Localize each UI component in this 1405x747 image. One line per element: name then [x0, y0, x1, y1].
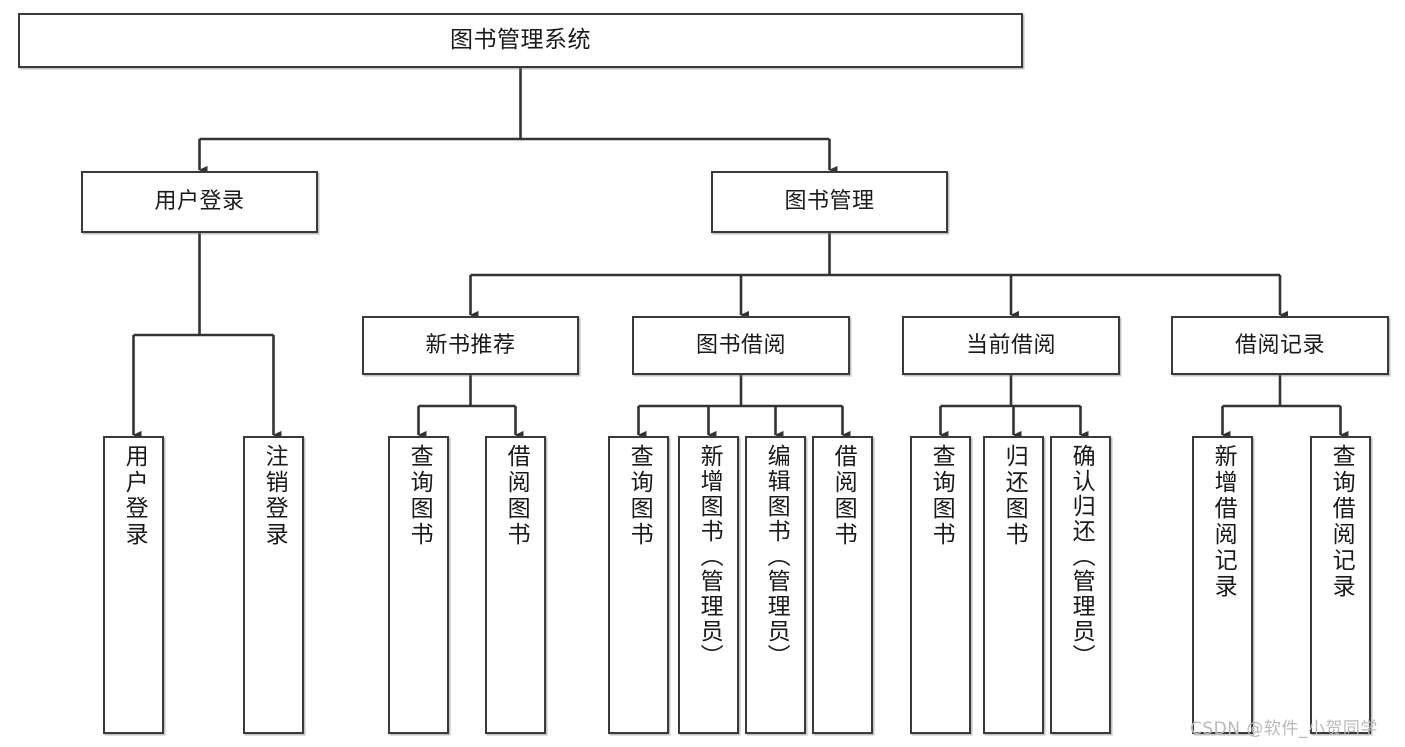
leaf-borrow-book[interactable]: 借阅图书: [812, 436, 873, 734]
leaf-borrow-book-rec-label: 借阅图书: [503, 444, 530, 548]
leaf-query-book-rec[interactable]: 查询图书: [388, 436, 449, 734]
node-current-borrow-label: 当前借阅: [965, 332, 1056, 358]
leaf-query-book-borrow[interactable]: 查询图书: [608, 436, 669, 734]
leaf-add-book[interactable]: 新增图书（管理员）: [678, 436, 739, 734]
leaf-logout-label: 注销登录: [261, 444, 288, 548]
node-book-manage-label: 图书管理: [784, 189, 875, 215]
node-book-borrow[interactable]: 图书借阅: [632, 316, 850, 375]
leaf-add-record-label: 新增借阅记录: [1210, 444, 1237, 600]
leaf-borrow-book-rec[interactable]: 借阅图书: [485, 436, 546, 734]
node-new-book-rec[interactable]: 新书推荐: [362, 316, 579, 375]
node-borrow-record[interactable]: 借阅记录: [1171, 316, 1389, 375]
leaf-borrow-book-label: 借阅图书: [830, 444, 857, 548]
leaf-query-book-cur[interactable]: 查询图书: [910, 436, 971, 734]
node-book-borrow-label: 图书借阅: [695, 332, 786, 358]
node-book-manage[interactable]: 图书管理: [711, 171, 948, 233]
node-user-login[interactable]: 用户登录: [81, 171, 318, 233]
leaf-query-book-rec-label: 查询图书: [406, 444, 433, 548]
leaf-confirm-return-label: 确认归还（管理员）: [1068, 444, 1095, 669]
leaf-add-book-label: 新增图书（管理员）: [696, 444, 723, 669]
leaf-edit-book[interactable]: 编辑图书（管理员）: [745, 436, 806, 734]
node-current-borrow[interactable]: 当前借阅: [902, 316, 1120, 375]
node-root-label: 图书管理系统: [450, 26, 591, 53]
node-user-login-label: 用户登录: [154, 189, 245, 215]
leaf-return-book-label: 归还图书: [1001, 444, 1028, 548]
leaf-confirm-return[interactable]: 确认归还（管理员）: [1050, 436, 1111, 734]
node-root[interactable]: 图书管理系统: [18, 13, 1023, 68]
leaf-user-login[interactable]: 用户登录: [103, 436, 164, 734]
leaf-return-book[interactable]: 归还图书: [983, 436, 1044, 734]
leaf-logout[interactable]: 注销登录: [243, 436, 304, 734]
leaf-query-book-cur-label: 查询图书: [928, 444, 955, 548]
leaf-edit-book-label: 编辑图书（管理员）: [763, 444, 790, 669]
leaf-query-book-borrow-label: 查询图书: [626, 444, 653, 548]
leaf-user-login-label: 用户登录: [121, 444, 148, 548]
leaf-query-record-label: 查询借阅记录: [1328, 444, 1355, 600]
node-new-book-rec-label: 新书推荐: [425, 332, 516, 358]
node-borrow-record-label: 借阅记录: [1234, 332, 1325, 358]
leaf-add-record[interactable]: 新增借阅记录: [1192, 436, 1253, 734]
leaf-query-record[interactable]: 查询借阅记录: [1310, 436, 1371, 734]
